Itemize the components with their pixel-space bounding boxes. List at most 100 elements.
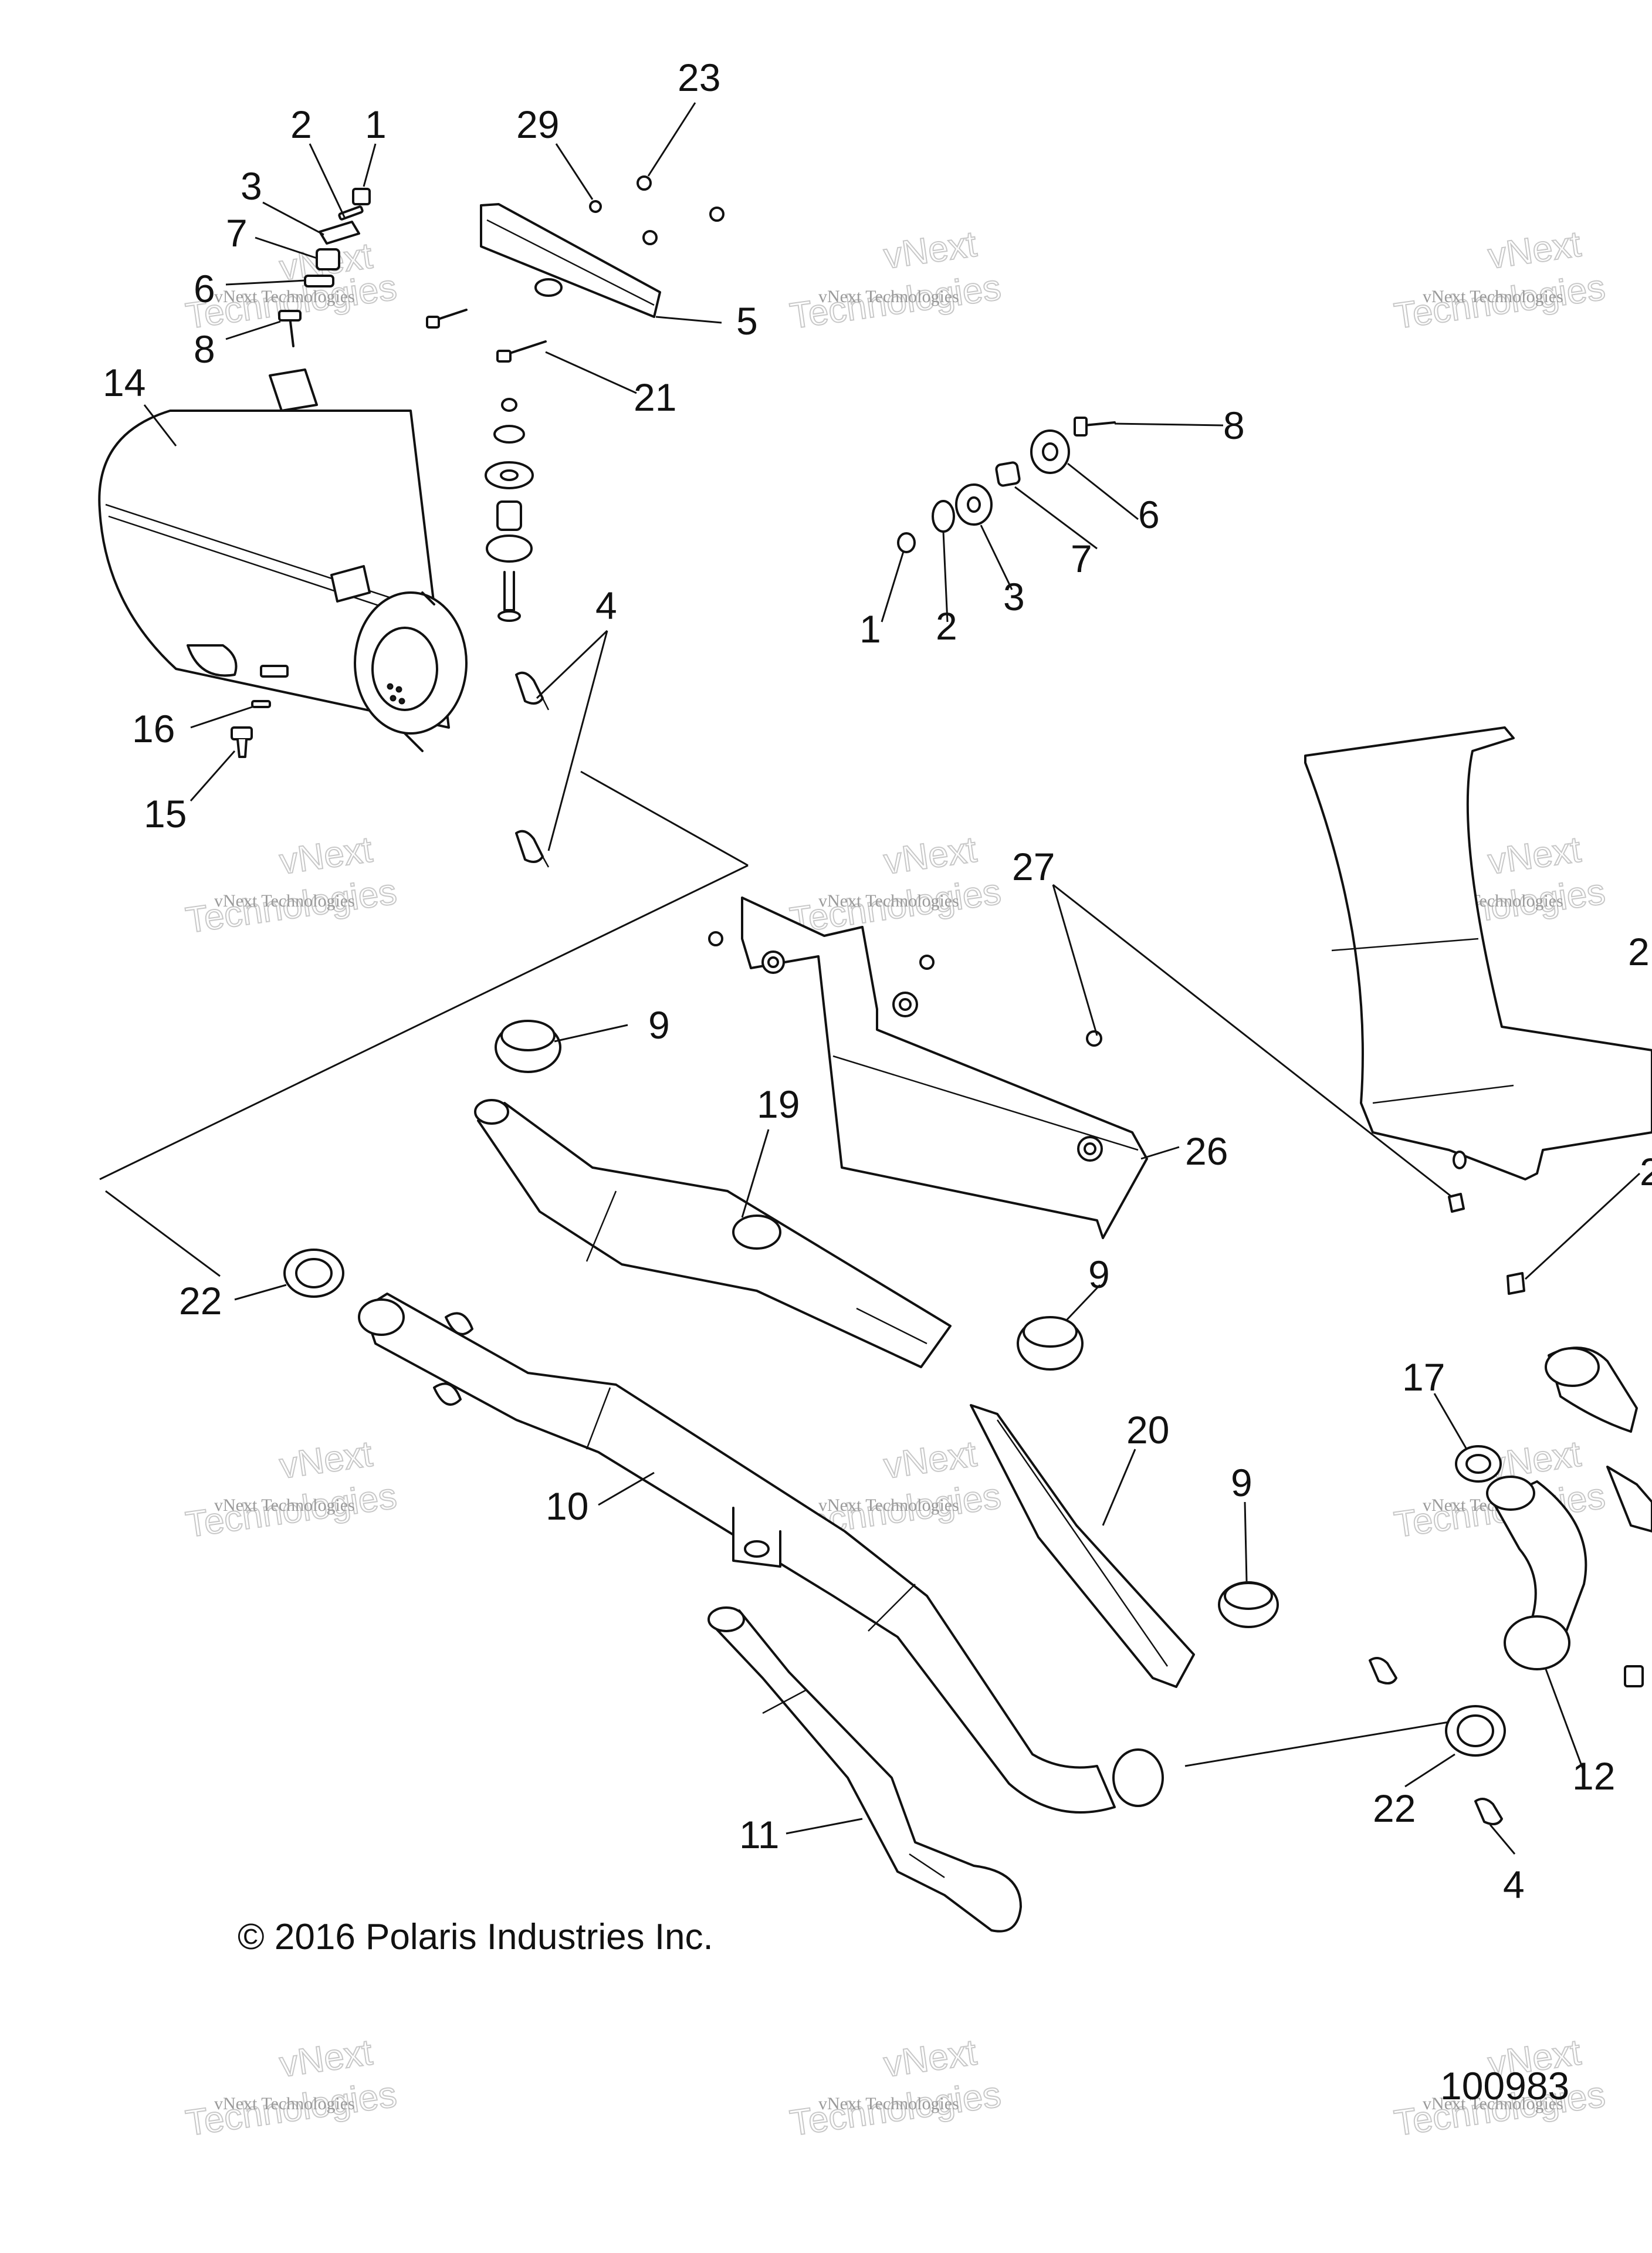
svg-text:vNext: vNext <box>277 1433 375 1486</box>
nut-27-right <box>1448 1193 1465 1213</box>
washer-2 <box>932 500 955 533</box>
callout-29: 29 <box>516 103 559 146</box>
callout-19: 19 <box>757 1082 800 1126</box>
svg-text:vNext: vNext <box>1485 224 1583 276</box>
callout-8: 8 <box>1223 404 1245 447</box>
muffler-bracket <box>269 368 318 412</box>
callout-3: 3 <box>241 164 262 208</box>
gasket-17 <box>1455 1445 1502 1483</box>
callout-17: 17 <box>1402 1355 1445 1399</box>
svg-text:vNext: vNext <box>1485 829 1583 882</box>
callout-2: 2 <box>1640 1150 1652 1193</box>
callout-16: 16 <box>132 707 175 750</box>
callout-4: 4 <box>595 584 617 627</box>
spring-4-a <box>515 671 550 711</box>
watermark: vNext Technologies vNext Technologies <box>787 828 1004 941</box>
leader-lines <box>99 102 1641 1855</box>
gasket-22-b <box>1445 1705 1506 1757</box>
muffler-mount-stack-center <box>485 398 534 622</box>
svg-text:vNext Technologies: vNext Technologies <box>818 891 959 911</box>
heat-shield-26 <box>741 897 1148 1239</box>
callout-14: 14 <box>103 361 145 404</box>
nut-23 <box>637 175 652 191</box>
svg-text:vNext Technologies: vNext Technologies <box>214 287 355 306</box>
pipe-11 <box>707 1606 1022 1933</box>
grommet-part <box>319 221 360 245</box>
callout-1: 1 <box>859 607 881 651</box>
callout-8: 8 <box>194 327 215 371</box>
clamp-9-c <box>1218 1581 1279 1628</box>
callout-26: 26 <box>1185 1129 1228 1173</box>
washer-29 <box>589 200 602 213</box>
bolt-8 <box>1083 421 1116 427</box>
svg-text:vNext Technologies: vNext Technologies <box>214 2094 355 2113</box>
callout-9: 9 <box>1231 1461 1252 1504</box>
head-pipe-10 <box>358 1293 1164 1814</box>
callout-9: 9 <box>1088 1253 1110 1296</box>
copyright-text: © 2016 Polaris Industries Inc. <box>238 1917 713 1957</box>
bolt-15 <box>231 726 253 758</box>
callout-10: 10 <box>546 1484 588 1528</box>
svg-text:vNext: vNext <box>881 224 979 276</box>
spring-4-d <box>1474 1798 1503 1825</box>
nuts-27 <box>708 931 1102 1047</box>
svg-text:vNext: vNext <box>277 829 375 882</box>
callout-22: 22 <box>179 1279 222 1322</box>
callout-6: 6 <box>1138 493 1160 536</box>
clamp-9-b <box>1017 1316 1084 1371</box>
washer-part <box>338 205 364 221</box>
clip-16 <box>251 700 271 708</box>
callout-4: 4 <box>1503 1863 1525 1906</box>
svg-text:vNext: vNext <box>881 829 979 882</box>
watermark: vNext Technologies vNext Technologies <box>787 223 1004 337</box>
watermark: vNext Technologies vNext Technologies <box>182 1433 400 1545</box>
heat-shield-right <box>1304 726 1652 1180</box>
svg-text:vNext Technologies: vNext Technologies <box>1423 287 1563 306</box>
svg-text:vNext Technologies: vNext Technologies <box>1423 2094 1563 2113</box>
watermark: vNext Technologies vNext Technologies <box>182 2031 400 2144</box>
watermark: vNext Technologies vNext Technologies <box>1391 223 1608 337</box>
callout-7: 7 <box>1071 537 1092 580</box>
nut-part <box>352 188 371 205</box>
part-number: 100983 <box>1440 2064 1569 2107</box>
svg-text:vNext Technologies: vNext Technologies <box>818 287 959 306</box>
muffler-bracket-lower <box>330 565 371 603</box>
callout-2: 2 <box>1628 930 1650 973</box>
callout-7: 7 <box>226 211 248 255</box>
svg-text:vNext Technologies: vNext Technologies <box>214 891 355 911</box>
svg-text:vNext Technologies: vNext Technologies <box>818 2094 959 2113</box>
muffler-mount-hardware-left <box>278 188 371 347</box>
spacer-part <box>316 248 340 270</box>
callout-labels: 1 2 3 7 6 8 29 23 5 21 14 16 15 4 8 6 7 … <box>103 56 1652 1906</box>
heat-shield-5 <box>480 203 661 318</box>
callout-3: 3 <box>1003 575 1025 618</box>
gasket-22-a <box>283 1249 344 1298</box>
spring-4-c <box>1369 1657 1397 1684</box>
muffler-heat-shield <box>426 175 725 363</box>
callout-27: 27 <box>1012 845 1055 888</box>
svg-text:vNext Technologies: vNext Technologies <box>818 1496 959 1515</box>
nut-1 <box>897 532 916 553</box>
grommet-lower-part <box>304 275 334 287</box>
callout-20: 20 <box>1126 1408 1169 1452</box>
callout-1: 1 <box>365 103 387 146</box>
callout-5: 5 <box>736 299 758 343</box>
callout-12: 12 <box>1572 1754 1615 1798</box>
svg-text:vNext Technologies: vNext Technologies <box>214 1496 355 1515</box>
muffler-outlet <box>187 644 238 677</box>
clip-2-right <box>1507 1272 1525 1295</box>
spacer-7 <box>995 461 1021 487</box>
muffler-mount-hardware-right <box>897 417 1116 553</box>
heat-shield-19 <box>474 1099 952 1368</box>
bolt-head-part <box>278 310 302 322</box>
clamp-9-a <box>495 1020 561 1073</box>
callout-22: 22 <box>1373 1787 1416 1830</box>
callout-15: 15 <box>144 792 187 835</box>
callout-23: 23 <box>678 56 720 99</box>
svg-text:vNext: vNext <box>881 1433 979 1486</box>
callout-11: 11 <box>739 1813 780 1856</box>
callout-21: 21 <box>634 376 676 419</box>
callout-2: 2 <box>936 604 957 648</box>
spring-4-b <box>515 830 550 868</box>
